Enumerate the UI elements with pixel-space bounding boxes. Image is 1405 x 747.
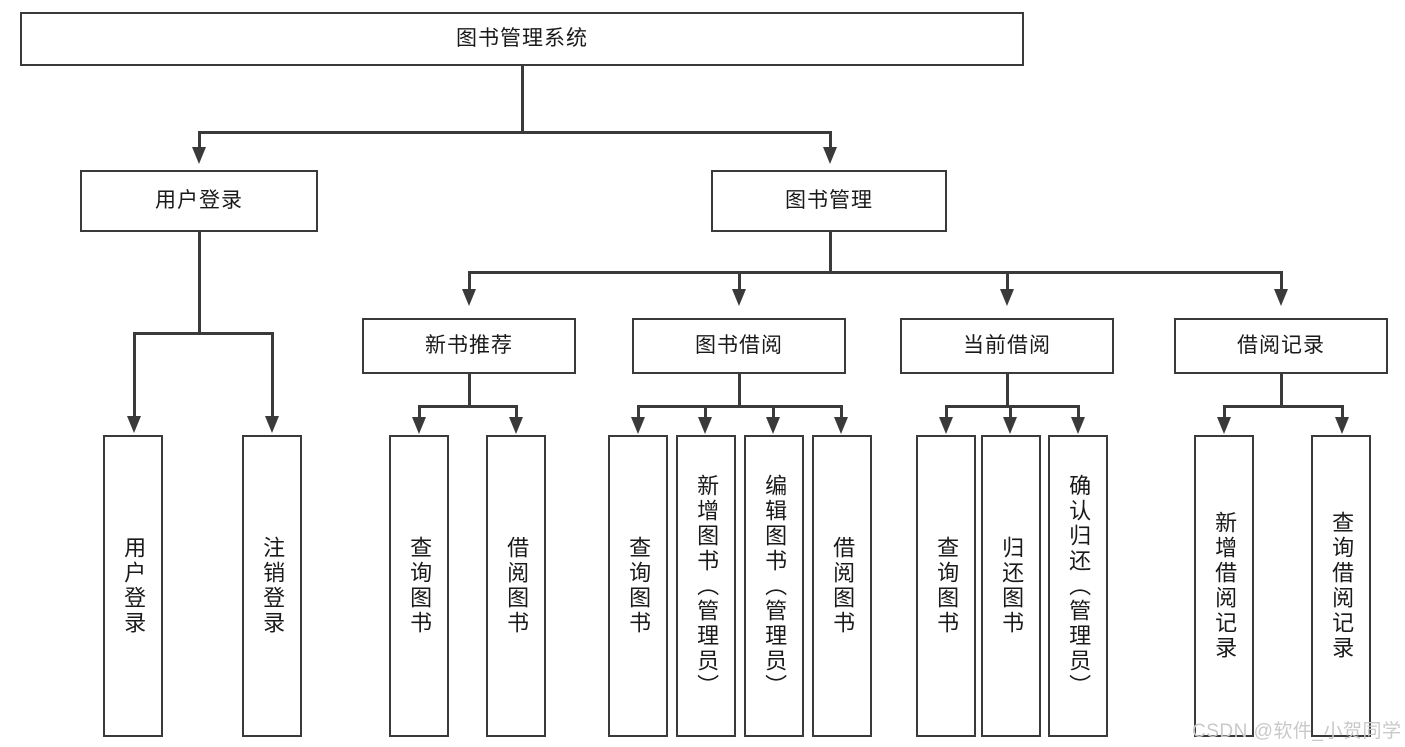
connector-user-login-stem — [198, 232, 201, 334]
arrow-to-bb-leaf-4 — [834, 417, 848, 434]
leaf-query-book-nbr[interactable]: 查询图书 — [389, 435, 449, 737]
connector-bb-drop-1 — [637, 405, 640, 419]
node-label: 确认归还（管理员） — [1066, 473, 1092, 699]
node-label: 新增图书（管理员） — [694, 473, 720, 699]
arrow-to-nbr-leaf-2 — [509, 417, 523, 434]
node-label: 图书管理 — [785, 188, 873, 212]
connector-root-drop-left — [198, 131, 201, 149]
arrow-to-bb-leaf-1 — [631, 417, 645, 434]
leaf-confirm-return-admin[interactable]: 确认归还（管理员） — [1048, 435, 1108, 737]
arrow-to-book-borrow — [732, 289, 746, 306]
arrow-to-book-management — [823, 147, 837, 164]
node-user-login[interactable]: 用户登录 — [80, 170, 318, 232]
connector-br-drop-1 — [1223, 405, 1226, 419]
leaf-add-book-admin[interactable]: 新增图书（管理员） — [676, 435, 736, 737]
node-label: 归还图书 — [999, 536, 1025, 636]
node-book-management[interactable]: 图书管理 — [711, 170, 947, 232]
node-label: 查询图书 — [934, 536, 960, 636]
node-label: 借阅图书 — [504, 536, 530, 636]
arrow-to-user-login-leaf — [127, 416, 141, 433]
leaf-edit-book-admin[interactable]: 编辑图书（管理员） — [744, 435, 804, 737]
arrow-to-cb-leaf-1 — [939, 417, 953, 434]
connector-root-stem — [521, 66, 524, 133]
connector-br-drop-2 — [1341, 405, 1344, 419]
node-book-borrow[interactable]: 图书借阅 — [632, 318, 846, 374]
leaf-borrow-book-nbr[interactable]: 借阅图书 — [486, 435, 546, 737]
leaf-add-borrow-record[interactable]: 新增借阅记录 — [1194, 435, 1254, 737]
node-label: 当前借阅 — [963, 333, 1051, 357]
connector-level3-drop-4 — [1280, 271, 1283, 291]
connector-nbr-bus — [418, 405, 517, 408]
connector-root-bus — [198, 131, 832, 134]
connector-bb-drop-2 — [704, 405, 707, 419]
connector-user-login-drop-2 — [271, 332, 274, 418]
node-borrow-record[interactable]: 借阅记录 — [1174, 318, 1388, 374]
node-label: 借阅记录 — [1237, 333, 1325, 357]
connector-nbr-drop-1 — [418, 405, 421, 419]
node-label: 图书借阅 — [695, 333, 783, 357]
arrow-to-bb-leaf-3 — [766, 417, 780, 434]
connector-root-drop-right — [829, 131, 832, 149]
connector-bb-drop-3 — [772, 405, 775, 419]
node-label: 注销登录 — [260, 536, 286, 636]
node-label: 查询借阅记录 — [1329, 511, 1355, 661]
node-label: 查询图书 — [407, 536, 433, 636]
node-label: 新增借阅记录 — [1212, 511, 1238, 661]
connector-level3-drop-1 — [468, 271, 471, 291]
connector-br-bus — [1223, 405, 1343, 408]
connector-bb-drop-4 — [840, 405, 843, 419]
connector-cb-drop-2 — [1009, 405, 1012, 419]
arrow-to-new-book-recommend — [462, 289, 476, 306]
arrow-to-br-leaf-1 — [1217, 417, 1231, 434]
arrow-to-cb-leaf-3 — [1071, 417, 1085, 434]
leaf-query-book-cb[interactable]: 查询图书 — [916, 435, 976, 737]
arrow-to-borrow-record — [1274, 289, 1288, 306]
node-label: 查询图书 — [626, 536, 652, 636]
leaf-user-login[interactable]: 用户登录 — [103, 435, 163, 737]
arrow-to-br-leaf-2 — [1335, 417, 1349, 434]
node-label: 用户登录 — [155, 188, 243, 212]
node-new-book-recommend[interactable]: 新书推荐 — [362, 318, 576, 374]
node-label: 编辑图书（管理员） — [762, 473, 788, 699]
leaf-logout[interactable]: 注销登录 — [242, 435, 302, 737]
connector-level3-drop-2 — [738, 271, 741, 291]
connector-level3-drop-3 — [1006, 271, 1009, 291]
csdn-watermark: CSDN @软件_小贺同学 — [1192, 721, 1402, 742]
arrow-to-cb-leaf-2 — [1003, 417, 1017, 434]
connector-book-management-stem — [829, 232, 832, 273]
connector-bb-stem — [738, 374, 741, 407]
leaf-borrow-book-bb[interactable]: 借阅图书 — [812, 435, 872, 737]
node-label: 图书管理系统 — [456, 26, 588, 50]
arrow-to-nbr-leaf-1 — [412, 417, 426, 434]
connector-nbr-stem — [468, 374, 471, 407]
node-label: 借阅图书 — [830, 536, 856, 636]
arrow-to-user-login — [192, 147, 206, 164]
connector-cb-stem — [1006, 374, 1009, 407]
connector-bb-bus — [637, 405, 842, 408]
connector-cb-drop-1 — [945, 405, 948, 419]
connector-user-login-bus — [133, 332, 273, 335]
leaf-return-book[interactable]: 归还图书 — [981, 435, 1041, 737]
arrow-to-logout-leaf — [265, 416, 279, 433]
arrow-to-bb-leaf-2 — [698, 417, 712, 434]
leaf-query-borrow-record[interactable]: 查询借阅记录 — [1311, 435, 1371, 737]
node-current-borrow[interactable]: 当前借阅 — [900, 318, 1114, 374]
connector-user-login-drop-1 — [133, 332, 136, 418]
connector-br-stem — [1280, 374, 1283, 407]
connector-cb-bus — [945, 405, 1079, 408]
connector-cb-drop-3 — [1077, 405, 1080, 419]
node-label: 新书推荐 — [425, 333, 513, 357]
connector-level3-bus — [468, 271, 1282, 274]
arrow-to-current-borrow — [1000, 289, 1014, 306]
leaf-query-book-bb[interactable]: 查询图书 — [608, 435, 668, 737]
node-label: 用户登录 — [121, 536, 147, 636]
node-root-book-management-system[interactable]: 图书管理系统 — [20, 12, 1024, 66]
connector-nbr-drop-2 — [515, 405, 518, 419]
